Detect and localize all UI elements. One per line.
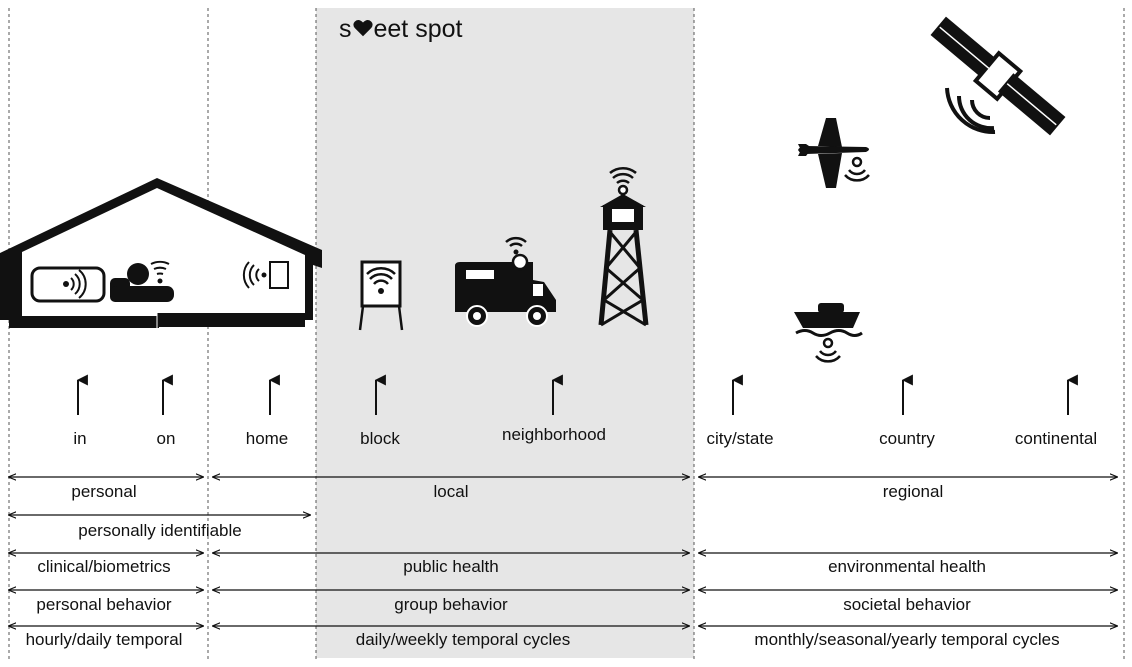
range-bars [9, 477, 1117, 626]
range-label-local: local [433, 482, 469, 501]
scale-label-country: country [879, 429, 935, 448]
satellite-icon [930, 16, 1066, 136]
range-label-group-behavior: group behavior [394, 595, 508, 614]
range-label-personally-identifiable: personally identifiable [78, 521, 242, 540]
title-suffix: eet spot [373, 15, 463, 43]
range-label-personal-behavior: personal behavior [36, 595, 172, 614]
sweet-spot-region [316, 8, 694, 658]
airplane-sensor-icon [798, 118, 870, 188]
patient-in-bed-icon [110, 260, 174, 302]
heart-icon [352, 19, 373, 37]
scale-label-block: block [360, 429, 400, 448]
scale-label-in: in [73, 429, 87, 448]
scale-label-home: home [245, 429, 289, 448]
sweet-spot-title: s eet spot [339, 14, 462, 44]
satellite-signal-icon [945, 87, 996, 135]
title-prefix: s [339, 15, 352, 43]
range-label-environmental-health: environmental health [828, 557, 986, 576]
wearable-sensor-icon [30, 266, 106, 303]
wall-sensor-icon [242, 261, 289, 289]
scale-label-on: on [156, 429, 176, 448]
tower-sensor-icon [598, 166, 649, 327]
house-icon [0, 178, 322, 328]
street-sign-sensor-icon [358, 260, 404, 331]
range-label-public-health: public health [403, 557, 499, 576]
guide-lines [8, 8, 1125, 660]
scale-label-continental: continental [1014, 429, 1098, 448]
range-label-regional: regional [882, 482, 944, 501]
scale-label-neighborhood: neighborhood [502, 425, 606, 444]
boat-sensor-icon [794, 303, 863, 363]
range-label-hourly-daily: hourly/daily temporal [25, 630, 183, 649]
mobile-van-sensor-icon [455, 237, 556, 327]
scale-arrows [76, 374, 1078, 415]
range-label-societal-behavior: societal behavior [843, 595, 971, 614]
range-label-monthly-seasonal-yearly: monthly/seasonal/yearly temporal cycles [754, 630, 1060, 649]
range-label-daily-weekly: daily/weekly temporal cycles [355, 630, 571, 649]
range-label-personal: personal [71, 482, 137, 501]
range-label-clinical-biometrics: clinical/biometrics [37, 557, 171, 576]
scale-label-city-state: city/state [706, 429, 774, 448]
